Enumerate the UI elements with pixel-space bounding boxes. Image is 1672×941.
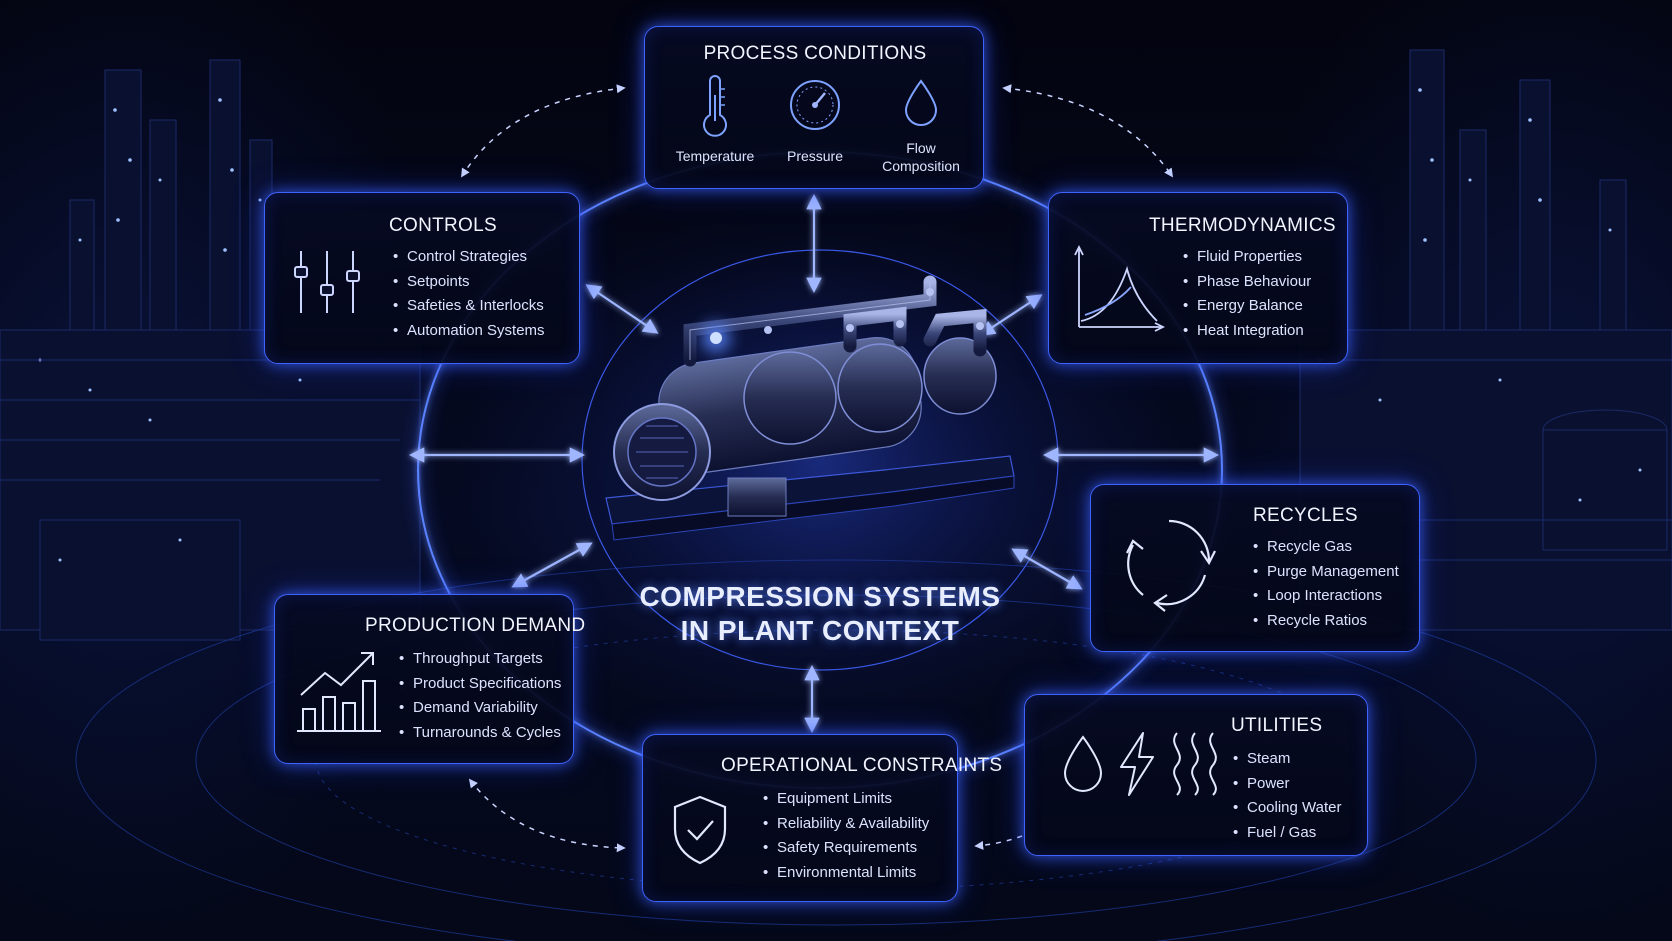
list-item: Loop Interactions	[1253, 584, 1399, 609]
production-demand-card: PRODUCTION DEMAND Throughput Targets Pro…	[274, 594, 585, 764]
dashed-arrow-top-right	[1002, 84, 1174, 178]
list-item: Turnarounds & Cycles	[399, 721, 561, 746]
sliders-icon	[294, 251, 360, 313]
list-item: Throughput Targets	[399, 647, 561, 672]
list-item: Product Specifications	[399, 672, 561, 697]
list-item: Purge Management	[1253, 560, 1399, 585]
dashed-arrow-top-left	[461, 84, 626, 178]
temperature-label: Temperature	[675, 148, 755, 164]
growth-chart-icon	[297, 652, 381, 732]
production-demand-list: Throughput Targets Product Specification…	[399, 647, 561, 745]
arrow-controls	[585, 284, 659, 334]
recycles-title: RECYCLES	[1253, 505, 1358, 526]
list-item: Power	[1233, 772, 1341, 797]
operational-constraints-list: Equipment Limits Reliability & Availabil…	[763, 787, 929, 885]
center-title-line2: IN PLANT CONTEXT	[680, 615, 960, 646]
list-item: Phase Behaviour	[1183, 270, 1311, 295]
composition-label: Composition	[882, 158, 960, 174]
production-demand-title: PRODUCTION DEMAND	[365, 615, 586, 636]
list-item: Fluid Properties	[1183, 245, 1311, 270]
droplet-icon	[904, 79, 938, 126]
list-item: Safeties & Interlocks	[393, 294, 545, 319]
list-item: Fuel / Gas	[1233, 821, 1341, 846]
list-item: Energy Balance	[1183, 294, 1311, 319]
utilities-list: Steam Power Cooling Water Fuel / Gas	[1233, 747, 1341, 845]
list-item: Demand Variability	[399, 696, 561, 721]
plant-lights-left	[38, 98, 302, 562]
pressure-label: Pressure	[786, 148, 844, 164]
heat-waves-icon	[1173, 732, 1217, 796]
list-item: Control Strategies	[393, 245, 545, 270]
thermodynamics-title: THERMODYNAMICS	[1149, 215, 1336, 236]
plant-lights-right	[1318, 88, 1642, 502]
list-item: Automation Systems	[393, 319, 545, 344]
arrow-thermodynamics	[979, 294, 1043, 336]
thermometer-icon	[703, 75, 727, 137]
list-item: Heat Integration	[1183, 319, 1311, 344]
thermodynamics-card: THERMODYNAMICS Fluid Properties Phase Be…	[1048, 192, 1348, 364]
thermodynamics-list: Fluid Properties Phase Behaviour Energy …	[1183, 245, 1311, 343]
recycles-card: RECYCLES Recycle Gas Purge Management Lo…	[1090, 484, 1420, 652]
controls-card: CONTROLS Control Strategies Setpoints Sa…	[264, 192, 580, 364]
lightning-icon	[1120, 732, 1154, 796]
operational-constraints-title: OPERATIONAL CONSTRAINTS	[721, 755, 1003, 776]
recycles-list: Recycle Gas Purge Management Loop Intera…	[1253, 535, 1399, 633]
controls-list: Control Strategies Setpoints Safeties & …	[393, 245, 545, 343]
list-item: Equipment Limits	[763, 787, 929, 812]
utilities-card: UTILITIES Steam Power Cooling Water Fuel…	[1024, 694, 1368, 856]
recycle-icon	[1126, 519, 1216, 612]
plant-silhouette-right	[1299, 49, 1672, 631]
phase-diagram-icon	[1074, 244, 1166, 332]
list-item: Recycle Ratios	[1253, 609, 1399, 634]
list-item: Safety Requirements	[763, 836, 929, 861]
list-item: Recycle Gas	[1253, 535, 1399, 560]
process-conditions-title: PROCESS CONDITIONS	[703, 43, 927, 64]
list-item: Environmental Limits	[763, 861, 929, 886]
list-item: Setpoints	[393, 270, 545, 295]
arrow-recycles	[1011, 548, 1083, 590]
operational-constraints-card: OPERATIONAL CONSTRAINTS Equipment Limits…	[642, 734, 1002, 902]
compressor-illustration	[605, 275, 1015, 541]
gauge-icon	[790, 80, 840, 130]
list-item: Steam	[1233, 747, 1341, 772]
arrow-production-demand	[511, 542, 593, 588]
list-item: Reliability & Availability	[763, 812, 929, 837]
dashed-arrows	[461, 84, 1174, 853]
dashed-arrow-bottom-right	[974, 835, 1023, 850]
center-title-line1: COMPRESSION SYSTEMS	[639, 581, 1001, 612]
shield-check-icon	[673, 795, 727, 865]
connector-arrows	[408, 193, 1220, 734]
flow-label: Flow	[906, 140, 936, 156]
controls-title: CONTROLS	[389, 215, 497, 236]
list-item: Cooling Water	[1233, 796, 1341, 821]
utilities-title: UTILITIES	[1231, 715, 1323, 736]
droplet-icon	[1063, 735, 1103, 792]
center-title: COMPRESSION SYSTEMS IN PLANT CONTEXT	[600, 580, 1040, 648]
dashed-arrow-bottom-left	[468, 778, 626, 853]
process-conditions-card: PROCESS CONDITIONS Temperature Pressure …	[644, 26, 984, 189]
